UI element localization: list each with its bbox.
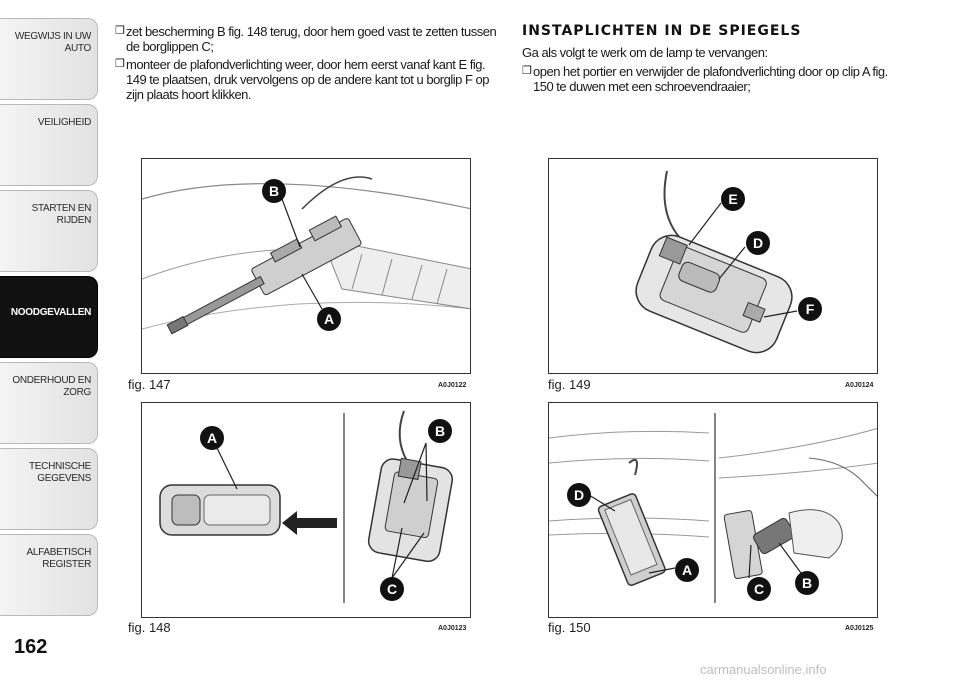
tab-label: NOODGEVALLEN	[10, 307, 91, 318]
tab-label: VEILIGHEID	[37, 117, 91, 128]
tab-label: ALFABETISCH REGISTER	[26, 547, 92, 570]
bullet-text: open het portier en verwijder de plafond…	[533, 64, 888, 94]
section-title: INSTAPLICHTEN IN DE SPIEGELS	[522, 23, 802, 39]
intro-text: Ga als volgt te werk om de lamp te verva…	[522, 45, 768, 60]
callout-a: A	[324, 311, 334, 327]
page-number: 162	[14, 636, 48, 658]
tab-starten-en-rijden[interactable]: STARTEN EN RIJDEN	[0, 190, 98, 272]
callout-b: B	[269, 183, 279, 199]
bullet-mark: ❒	[115, 58, 125, 70]
callout-d: D	[574, 487, 584, 503]
callout-f: F	[806, 301, 815, 317]
tab-wegwijs[interactable]: WEGWIJS IN UW AUTO	[0, 18, 98, 100]
callout-c: C	[387, 581, 397, 597]
callout-b: B	[435, 423, 445, 439]
tab-noodgevallen[interactable]: NOODGEVALLEN	[0, 276, 98, 358]
watermark-text: carmanualsonline.info	[700, 662, 827, 677]
figure-149: E D F	[548, 158, 878, 374]
figure-148: A B C	[141, 402, 471, 618]
figure-150: D A C B	[548, 402, 878, 618]
figure-code: A0J0122	[438, 382, 467, 389]
right-text-column: INSTAPLICHTEN IN DE SPIEGELS Ga als volg…	[522, 24, 902, 97]
tab-alfabetisch-register[interactable]: ALFABETISCH REGISTER	[0, 534, 98, 616]
bullet-text: zet bescherming B fig. 148 terug, door h…	[126, 24, 497, 54]
callout-a: A	[207, 430, 217, 446]
figure-149-illustration: E D F	[635, 170, 822, 354]
bullet-text: monteer de plafondverlichting weer, door…	[126, 57, 489, 102]
figure-147: B A	[141, 158, 471, 374]
figure-caption: fig. 147	[128, 377, 171, 392]
tab-onderhoud-en-zorg[interactable]: ONDERHOUD EN ZORG	[0, 362, 98, 444]
tab-label: TECHNISCHE GEGEVENS	[28, 461, 91, 484]
tab-veiligheid[interactable]: VEILIGHEID	[0, 104, 98, 186]
figure-code: A0J0125	[845, 625, 874, 632]
callout-e: E	[728, 191, 737, 207]
tab-label: WEGWIJS IN UW AUTO	[14, 31, 91, 54]
callout-d: D	[753, 235, 763, 251]
left-text-column: ❒ zet bescherming B fig. 148 terug, door…	[115, 24, 500, 105]
tab-technische-gegevens[interactable]: TECHNISCHE GEGEVENS	[0, 448, 98, 530]
callout-a: A	[682, 562, 692, 578]
bullet-mark: ❒	[522, 65, 532, 77]
figure-code: A0J0124	[845, 382, 874, 389]
callout-c: C	[754, 581, 764, 597]
list-item: ❒ zet bescherming B fig. 148 terug, door…	[115, 24, 500, 54]
figure-caption: fig. 149	[548, 377, 591, 392]
figure-148-illustration: A B C	[159, 410, 454, 603]
list-item: ❒ open het portier en verwijder de plafo…	[522, 64, 902, 94]
list-item: ❒ monteer de plafondverlichting weer, do…	[115, 57, 500, 102]
figure-147-illustration: B A	[142, 176, 470, 335]
bullet-mark: ❒	[115, 25, 125, 37]
figure-caption: fig. 148	[128, 620, 171, 635]
figure-150-illustration: D A C B	[549, 413, 877, 603]
callout-b: B	[802, 575, 812, 591]
tab-label: ONDERHOUD EN ZORG	[12, 375, 91, 398]
figure-code: A0J0123	[438, 625, 467, 632]
tab-label: STARTEN EN RIJDEN	[31, 203, 92, 226]
figure-caption: fig. 150	[548, 620, 591, 635]
